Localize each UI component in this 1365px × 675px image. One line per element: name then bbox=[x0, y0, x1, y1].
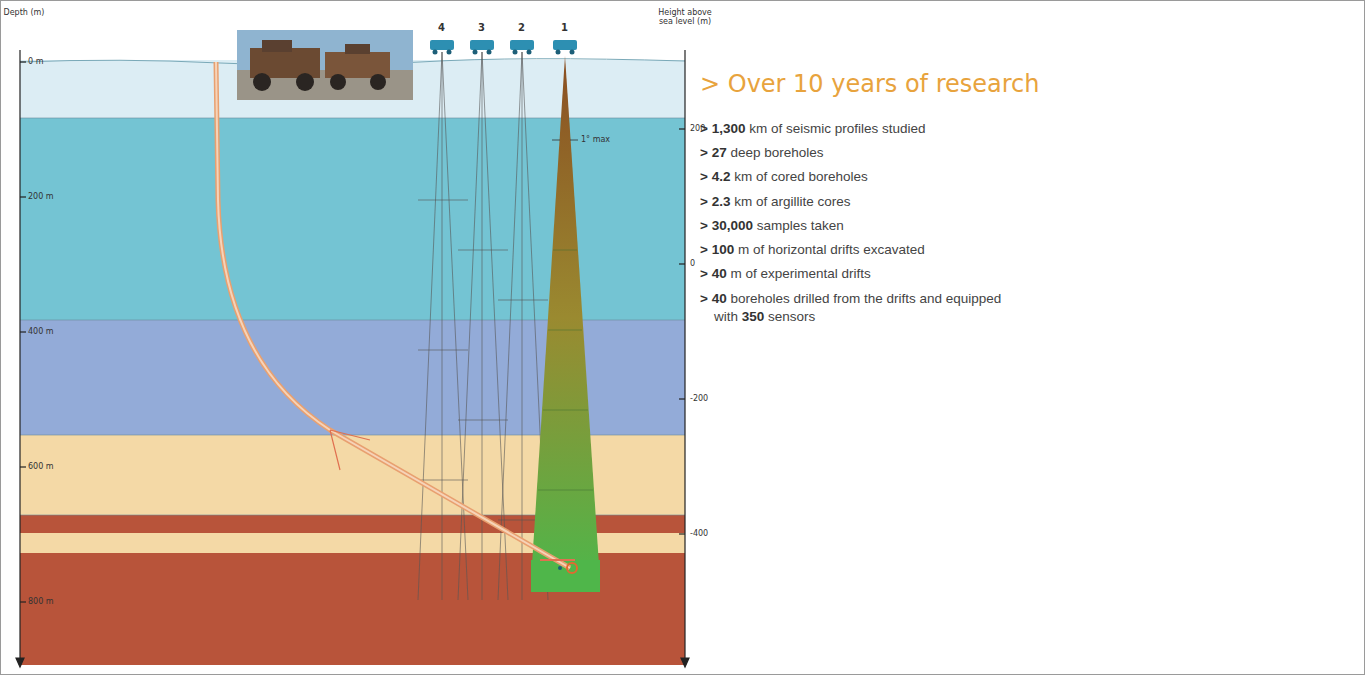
figure: > 1,300 bbox=[700, 121, 745, 136]
bullet-item: > 1,300 km of seismic profiles studied bbox=[700, 120, 1074, 138]
figure: > 2.3 bbox=[700, 194, 730, 209]
height-tick: 0 bbox=[690, 259, 695, 268]
bullet-item: > 27deep boreholes bbox=[700, 144, 1074, 162]
depth-tick: 0 m bbox=[28, 57, 43, 66]
figure: > 40 bbox=[700, 291, 727, 306]
bullet-text: deep boreholes bbox=[730, 145, 823, 160]
bullet-text: m of experimental drifts bbox=[730, 266, 870, 281]
callout-number: 4 bbox=[438, 22, 445, 33]
bullet-item: > 100 m of horizontal drifts excavated bbox=[700, 241, 1074, 259]
axis-title: Height above sea level (m) bbox=[650, 8, 720, 26]
figure: 350 bbox=[742, 309, 765, 324]
bullet-text: km of argillite cores bbox=[734, 194, 850, 209]
callout-number: 3 bbox=[478, 22, 485, 33]
depth-tick: 200 m bbox=[28, 192, 54, 201]
figure: > 27 bbox=[700, 145, 727, 160]
bullet-text: km of cored boreholes bbox=[734, 169, 868, 184]
bullet-item: > 4.2 km of cored boreholes bbox=[700, 168, 1074, 186]
height-tick: -200 bbox=[690, 394, 708, 403]
depth-tick: 400 m bbox=[28, 327, 54, 336]
seismic-cone bbox=[531, 56, 600, 580]
height-tick: -400 bbox=[690, 529, 708, 538]
bullet-item: > 40m of experimental drifts bbox=[700, 265, 1074, 283]
figure: > 4.2 bbox=[700, 169, 730, 184]
deviated-borehole bbox=[216, 62, 577, 573]
axis-title: Depth (m) bbox=[2, 8, 46, 17]
angle-label: 1° max bbox=[581, 135, 610, 144]
axes bbox=[16, 50, 689, 667]
bullet-text: samples taken bbox=[757, 218, 844, 233]
angle-marker bbox=[552, 140, 578, 141]
bullet-text: sensors bbox=[768, 309, 815, 324]
bullet-text: m of horizontal drifts excavated bbox=[738, 242, 925, 257]
bullet-item: > 30,000 samples taken bbox=[700, 217, 1074, 235]
figure: > 40 bbox=[700, 266, 727, 281]
bullet-text: km of seismic profiles studied bbox=[749, 121, 925, 136]
depth-tick: 600 m bbox=[28, 462, 54, 471]
bullet-item: > 2.3 km of argillite cores bbox=[700, 193, 1074, 211]
bullet-item: > 40boreholes drilled from the drifts an… bbox=[700, 290, 1074, 326]
panel-title: > Over 10 years of research bbox=[700, 70, 1040, 98]
depth-tick: 800 m bbox=[28, 597, 54, 606]
figure: > 100 bbox=[700, 242, 734, 257]
callout-number: 1 bbox=[561, 22, 568, 33]
callout-number: 2 bbox=[518, 22, 525, 33]
figure: > 30,000 bbox=[700, 218, 753, 233]
truck-photo bbox=[237, 30, 413, 100]
vibrator-trucks bbox=[430, 40, 577, 55]
